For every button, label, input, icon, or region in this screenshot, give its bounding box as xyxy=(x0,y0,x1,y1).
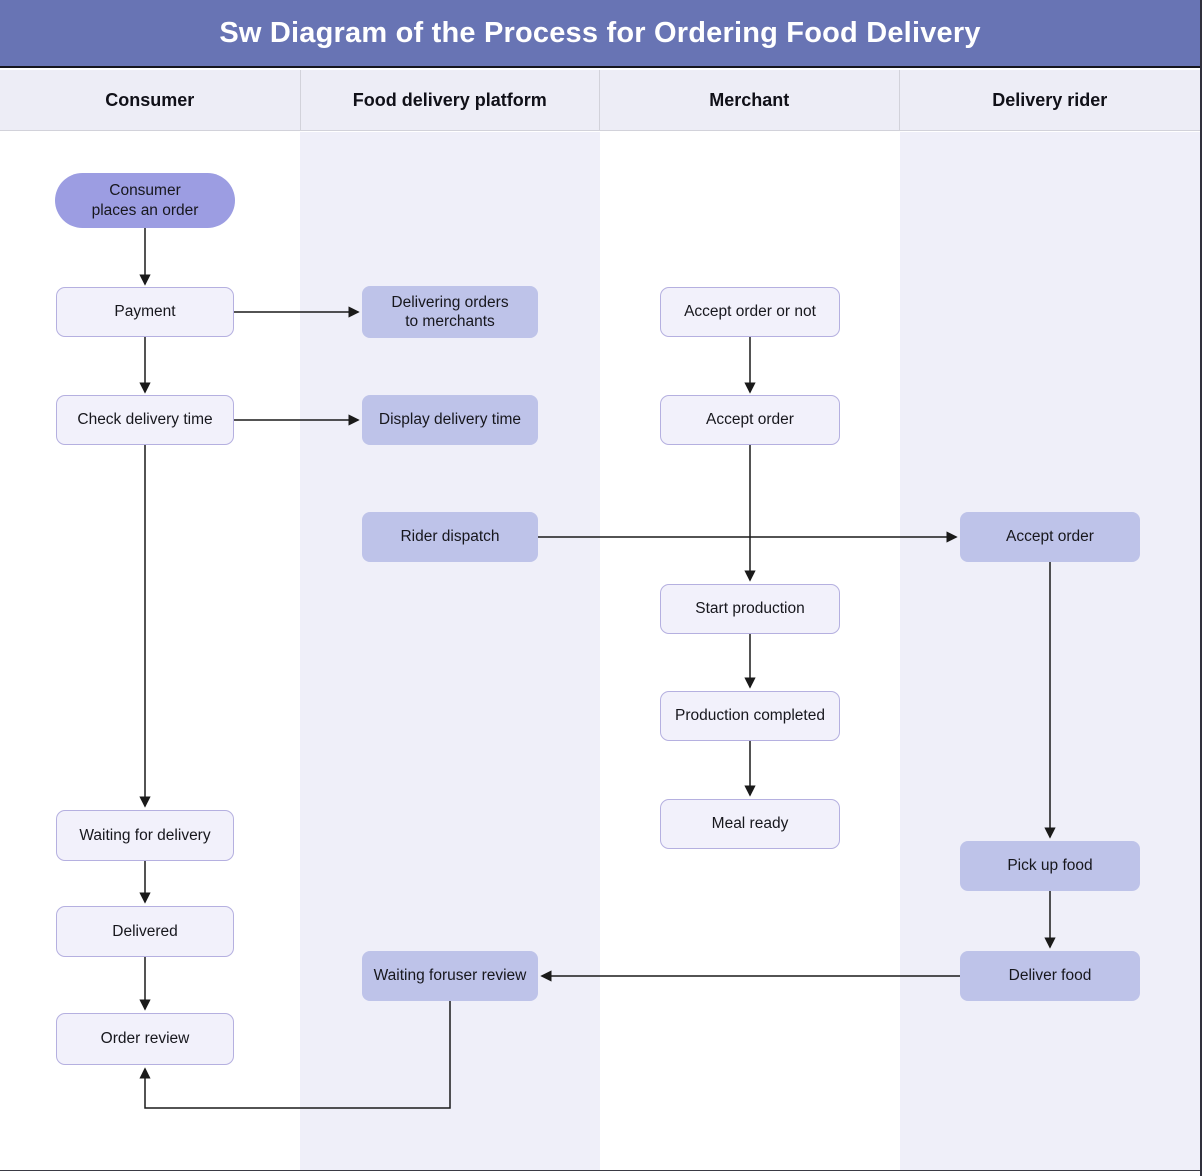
diagram-title: Sw Diagram of the Process for Ordering F… xyxy=(219,16,981,49)
node-label: Accept order or not xyxy=(684,303,816,321)
node-label: Meal ready xyxy=(711,815,789,833)
node-deliver-food: Deliver food xyxy=(960,951,1140,1001)
node-rider-accept-order: Accept order xyxy=(960,512,1140,562)
node-display-delivery-time: Display delivery time xyxy=(362,395,538,445)
lane-body-rider xyxy=(900,132,1200,1170)
node-accept-order-or-not: Accept order or not xyxy=(660,287,840,337)
node-start-production: Start production xyxy=(660,584,840,634)
node-label: Waiting for delivery xyxy=(79,826,211,844)
node-delivering-orders-to-merchants: Delivering orders to merchants xyxy=(362,286,538,338)
lane-header-rider: Delivery rider xyxy=(898,70,1201,130)
node-label: Pick up food xyxy=(1007,857,1093,875)
node-order-review: Order review xyxy=(56,1013,234,1065)
diagram-title-bar: Sw Diagram of the Process for Ordering F… xyxy=(0,0,1200,68)
node-label: Waiting foruser review xyxy=(373,967,527,985)
node-check-delivery-time: Check delivery time xyxy=(56,395,234,445)
node-label: Order review xyxy=(100,1030,190,1048)
node-label: Production completed xyxy=(675,707,825,725)
lane-header-row: Consumer Food delivery platform Merchant… xyxy=(0,70,1200,131)
node-label: Rider dispatch xyxy=(400,528,500,546)
node-payment: Payment xyxy=(56,287,234,337)
node-label: Accept order xyxy=(1006,528,1094,546)
node-waiting-for-delivery: Waiting for delivery xyxy=(56,810,234,861)
node-label: Payment xyxy=(114,303,176,321)
node-label: Start production xyxy=(695,600,805,618)
node-label: Check delivery time xyxy=(77,411,213,429)
node-production-completed: Production completed xyxy=(660,691,840,741)
lane-header-merchant: Merchant xyxy=(599,70,899,130)
node-waiting-for-user-review: Waiting foruser review xyxy=(362,951,538,1001)
node-label: Consumer places an order xyxy=(91,182,199,219)
node-label: Accept order xyxy=(706,411,794,429)
node-label: Delivering orders to merchants xyxy=(391,293,509,330)
node-label: Deliver food xyxy=(1008,967,1092,985)
node-meal-ready: Meal ready xyxy=(660,799,840,849)
node-label: Display delivery time xyxy=(378,411,522,429)
node-label: Delivered xyxy=(112,922,178,940)
lane-header-consumer: Consumer xyxy=(105,89,195,110)
node-merchant-accept-order: Accept order xyxy=(660,395,840,445)
node-pick-up-food: Pick up food xyxy=(960,841,1140,891)
node-consumer-places-order: Consumer places an order xyxy=(55,173,235,228)
node-delivered: Delivered xyxy=(56,906,234,957)
node-rider-dispatch: Rider dispatch xyxy=(362,512,538,562)
lane-header-platform: Food delivery platform xyxy=(299,70,600,130)
